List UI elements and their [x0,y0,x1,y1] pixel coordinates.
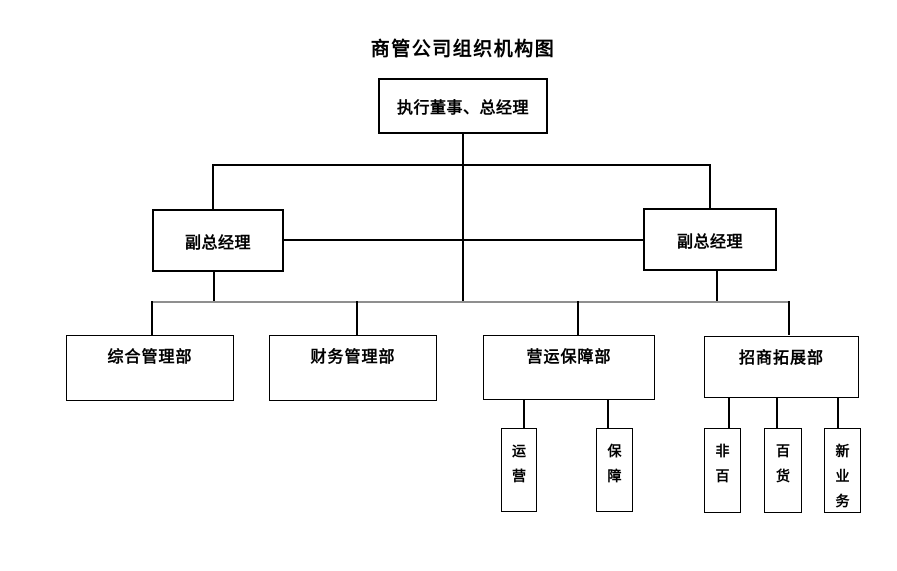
node-label: 运营 [512,443,526,484]
connector-root-spine [462,134,464,302]
node-team-support: 保障 [596,428,633,512]
node-label: 副总经理 [184,234,251,252]
node-label: 执行董事、总经理 [396,100,529,117]
connector-drop-dept-finance [356,301,358,335]
node-dept-finance: 财务管理部 [269,335,437,401]
connector-stub-team-newbiz [837,398,839,428]
node-label: 副总经理 [676,233,743,251]
node-dept-general-admin: 综合管理部 [66,335,234,401]
node-label: 财务管理部 [310,349,396,366]
node-dept-operations-support: 营运保障部 [483,335,655,400]
node-label: 保障 [607,443,622,484]
node-dept-merchant-expansion: 招商拓展部 [704,336,859,398]
connector-level3-rail [151,301,788,303]
connector-stub-team-baihuo [776,398,778,428]
connector-drop-dept-merchant [788,301,790,335]
node-team-non-department-store: 非百 [704,428,741,513]
node-label: 新业务 [835,443,850,509]
node-team-operations: 运营 [501,428,537,512]
connector-deputy-left-down [213,272,215,302]
connector-drop-deputy-right [709,164,711,208]
node-label: 非百 [715,443,730,484]
connector-drop-dept-operations [577,301,579,335]
node-deputy-general-manager-left: 副总经理 [152,209,284,272]
connector-stub-team-operations [523,400,525,428]
connector-level2-rail [212,164,711,166]
connector-deputy-right-down [716,271,718,302]
node-deputy-general-manager-right: 副总经理 [643,208,777,271]
chart-title: 商管公司组织机构图 [370,39,556,60]
connector-stub-team-feibai [728,398,730,428]
node-team-new-business: 新业务 [824,428,861,513]
node-label: 营运保障部 [526,349,612,366]
node-label: 招商拓展部 [738,350,824,367]
node-team-department-store: 百货 [764,428,802,513]
connector-deputy-link [284,239,643,241]
node-label: 综合管理部 [107,349,193,366]
connector-drop-deputy-left [212,164,214,209]
connector-stub-team-support [607,400,609,428]
node-executive-director-general-manager: 执行董事、总经理 [378,78,548,134]
node-label: 百货 [776,443,790,484]
connector-drop-dept-general [151,301,153,335]
